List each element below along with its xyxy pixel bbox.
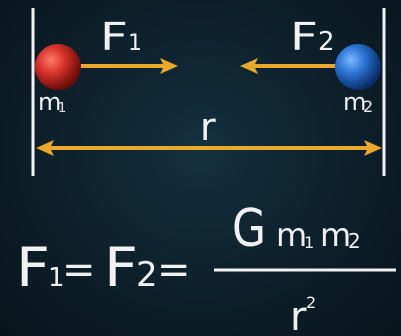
formula-m1-base: m xyxy=(276,216,307,254)
mass-m2-label-sub: 2 xyxy=(363,97,373,116)
mass-m2-sphere xyxy=(335,44,381,90)
formula-f1-base: F xyxy=(16,236,50,299)
mass-m2-label-base: m xyxy=(343,88,366,116)
formula-m2-sub: 2 xyxy=(348,229,361,253)
formula-equals-2: = xyxy=(157,247,191,293)
distance-label: r xyxy=(200,105,216,149)
force-arrow-f1 xyxy=(78,58,178,74)
mass-m1-label-base: m xyxy=(38,88,61,116)
formula-g: G xyxy=(232,199,266,259)
formula-f1-sub: 1 xyxy=(48,263,65,293)
formula: F 1 = F 2 = G m 1 m 2 r 2 xyxy=(16,199,396,336)
mass-m1-label-sub: 1 xyxy=(58,101,66,116)
formula-equals-1: = xyxy=(62,247,96,293)
force-f2-label-sub: 2 xyxy=(318,27,335,57)
formula-r-base: r xyxy=(290,294,307,336)
formula-m2-base: m xyxy=(320,216,351,254)
force-arrow-f2 xyxy=(240,58,340,74)
force-f2-label-base: F xyxy=(290,15,318,59)
formula-f2-sub: 2 xyxy=(136,255,158,295)
force-f1-label-sub: 1 xyxy=(128,31,142,56)
formula-f2-base: F xyxy=(104,236,138,299)
force-f1-label-base: F xyxy=(100,15,128,59)
formula-m1-sub: 1 xyxy=(304,233,314,252)
distance-arrow xyxy=(36,140,382,156)
formula-r-sup: 2 xyxy=(306,293,316,312)
mass-m1-sphere xyxy=(35,44,81,90)
